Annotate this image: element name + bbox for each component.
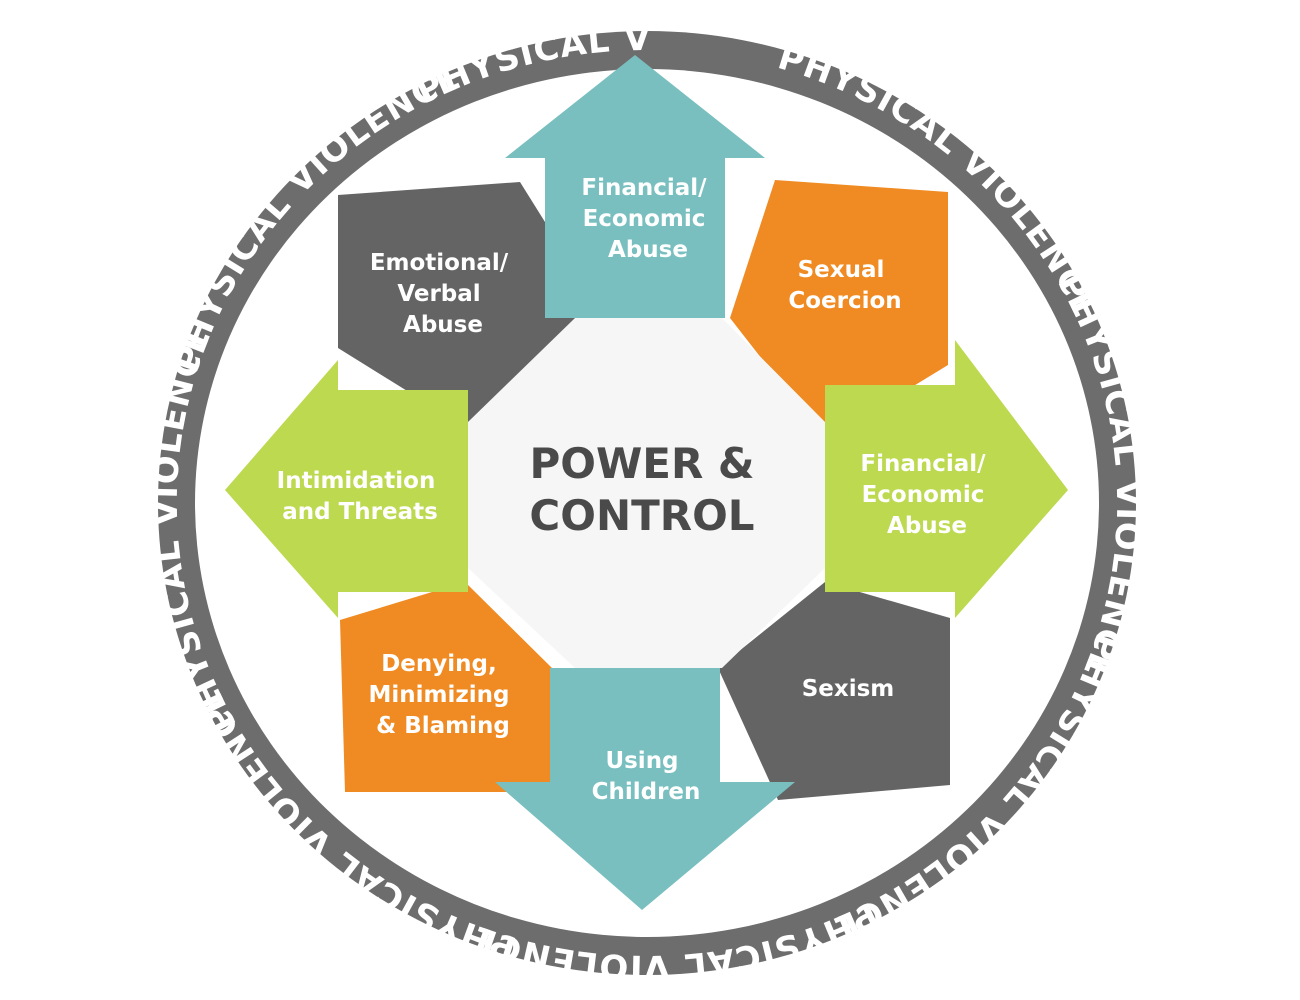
segment-label-bottom-left: Denying, Minimizing & Blaming (368, 651, 517, 739)
segment-label-left: Intimidation and Threats (277, 468, 444, 525)
segment-left-arrow (225, 360, 468, 618)
center-title-line-1: POWER & (529, 439, 754, 488)
segment-right-arrow (825, 340, 1068, 618)
segment-bottom-arrow (495, 668, 795, 910)
segment-label-right: Financial/ Economic Abuse (860, 451, 993, 539)
segment-label-top-right: Sexual Coercion (788, 257, 901, 314)
segment-top-arrow (505, 55, 765, 318)
center-title-line-2: CONTROL (529, 491, 754, 540)
segment-label-top: Financial/ Economic Abuse (581, 175, 714, 263)
segment-bottom-left-shape (340, 582, 552, 792)
center-octagon (468, 318, 825, 668)
segment-label-top-left: Emotional/ Verbal Abuse (370, 250, 516, 338)
segment-top-right-shape (730, 180, 948, 440)
segment-label-bottom-right: Sexism (802, 676, 895, 702)
segment-bottom-right-shape (718, 582, 950, 800)
segment-label-bottom: Using Children (592, 748, 701, 805)
